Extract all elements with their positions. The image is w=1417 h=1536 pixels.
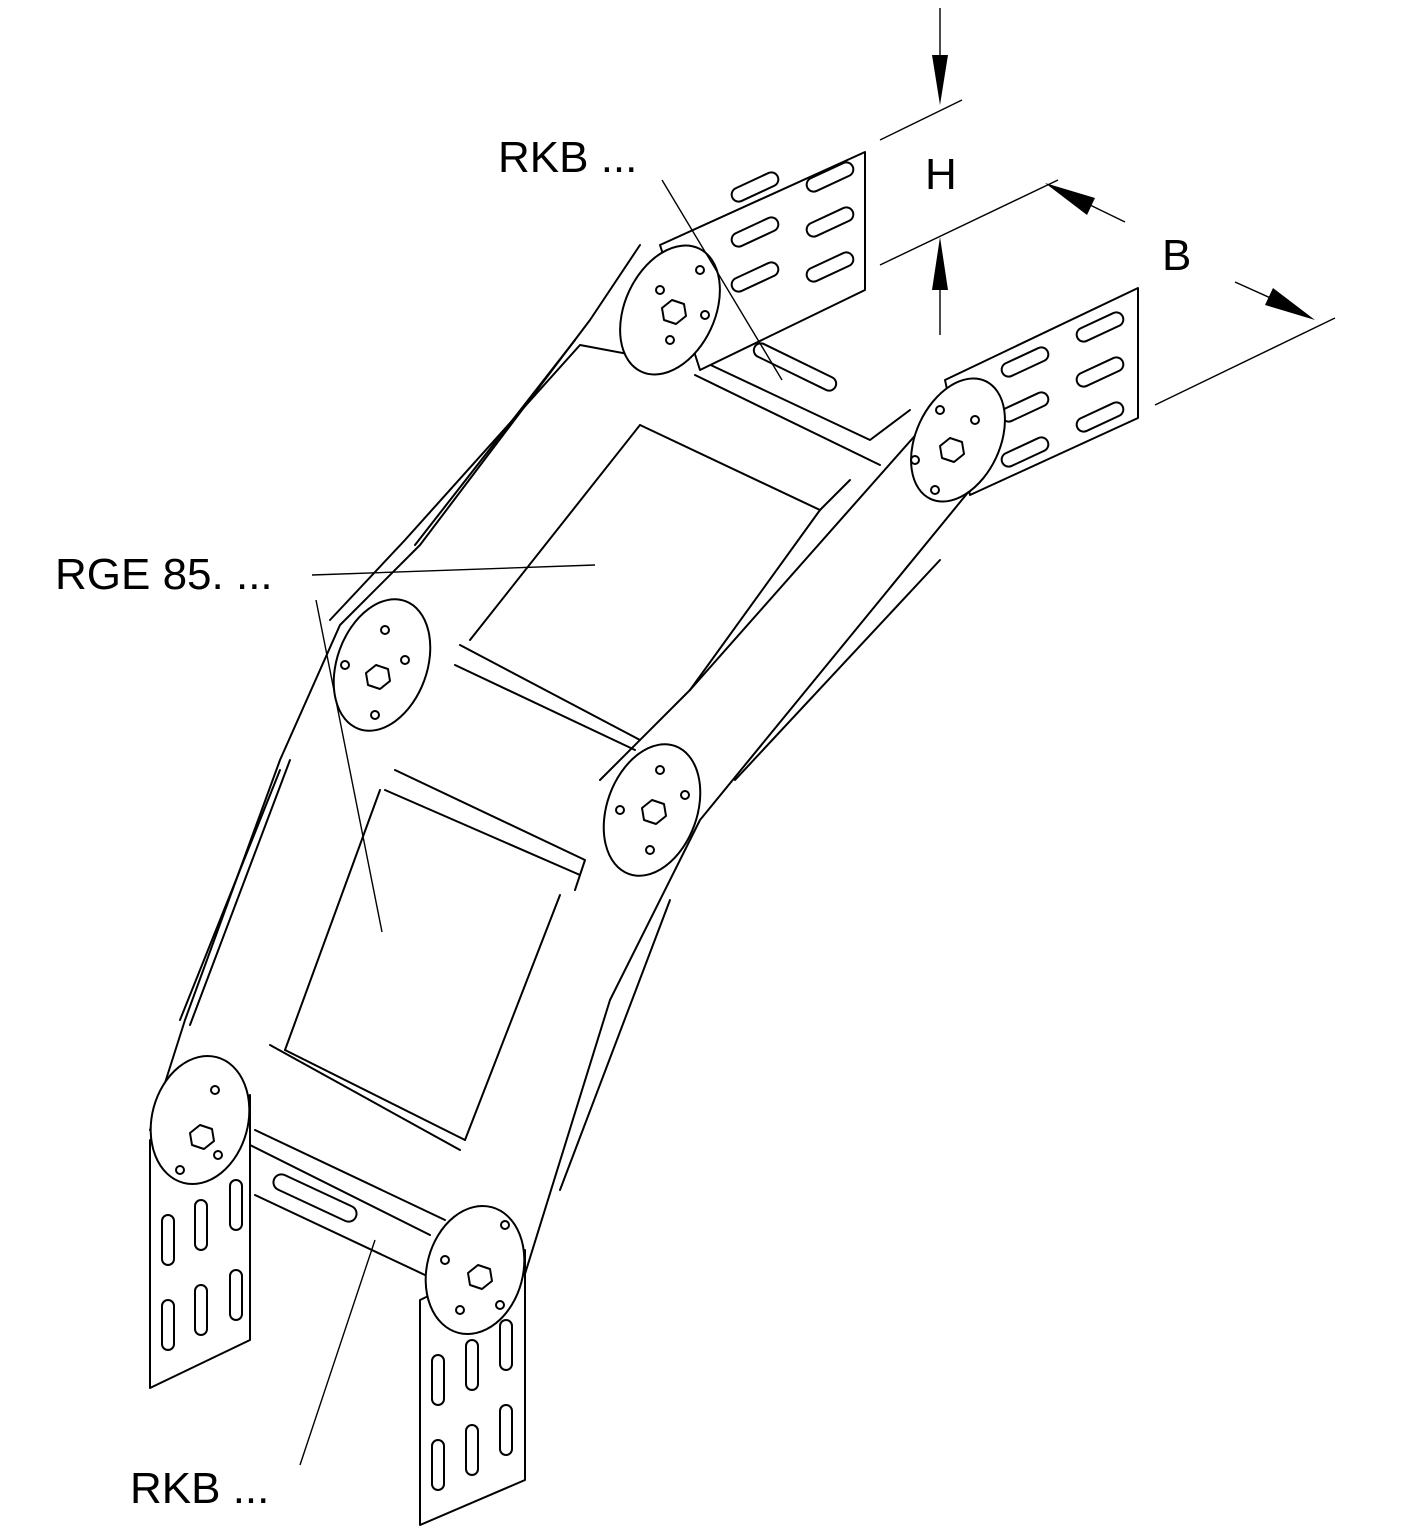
left-side-rail	[149, 244, 661, 1131]
joint-discs	[149, 244, 1006, 1336]
arrow-left-icon	[1045, 183, 1095, 215]
arrow-up-icon	[932, 237, 948, 290]
arrow-right-icon	[1265, 288, 1315, 320]
label-h: H	[925, 150, 957, 199]
label-b: B	[1162, 231, 1192, 280]
right-side-rail	[519, 429, 971, 1291]
label-rkb-bottom: RKB ...	[130, 1464, 270, 1513]
label-rkb-top: RKB ...	[498, 133, 638, 182]
dimension-h	[879, 8, 1059, 335]
dimension-b	[1045, 183, 1336, 406]
leader-lines	[299, 179, 783, 1466]
arrow-down-icon	[932, 55, 948, 105]
rungs	[249, 342, 911, 1276]
label-rge: RGE 85. ...	[55, 550, 273, 599]
